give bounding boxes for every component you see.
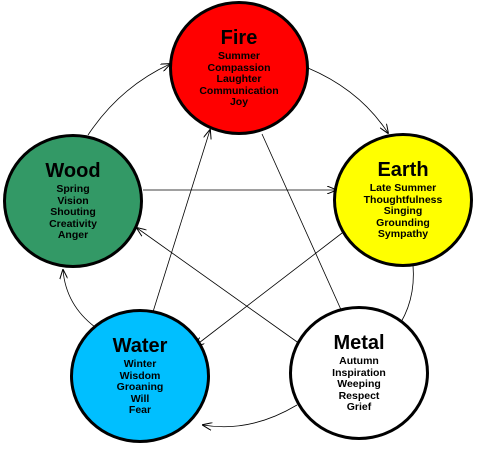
earth-attribute: Thoughtfulness (363, 193, 443, 206)
water-attribute: Fear (128, 404, 152, 417)
earth-attribute: Sympathy (377, 228, 429, 241)
wood-attribute: Creativity (49, 217, 97, 230)
wood-attribute: Spring (56, 183, 90, 196)
fire-attribute: Summer (217, 50, 260, 63)
fire-attribute: Compassion (207, 61, 271, 74)
controlling-arrow-earth-water (195, 229, 347, 346)
water-attribute: Wisdom (119, 369, 161, 382)
water-attribute: Groaning (116, 381, 164, 394)
wood-attribute: Shouting (50, 206, 96, 219)
earth-attribute: Singing (383, 205, 423, 218)
metal-attribute: Autumn (339, 355, 379, 368)
metal-title: Metal (333, 332, 385, 355)
fire-title: Fire (220, 27, 258, 50)
fire-attribute: Joy (229, 96, 249, 109)
wood-title: Wood (45, 160, 101, 183)
fire-attribute: Communication (199, 84, 279, 97)
water-attribute: Will (130, 392, 150, 405)
earth-attribute: Grounding (376, 216, 430, 229)
wood-attribute: Vision (57, 194, 89, 207)
earth-element-node: Earth Late Summer Thoughtfulness Singing… (333, 133, 473, 267)
metal-attribute: Inspiration (332, 366, 386, 379)
metal-attribute: Respect (338, 389, 380, 402)
water-element-node: Water Winter Wisdom Groaning Will Fear (70, 309, 210, 443)
controlling-arrow-metal-wood (137, 228, 301, 345)
metal-element-node: Metal Autumn Inspiration Weeping Respect… (289, 306, 429, 440)
controlling-arrow-fire-metal (261, 133, 347, 323)
earth-title: Earth (377, 159, 429, 182)
water-title: Water (112, 335, 168, 358)
generating-arrow-metal-water (203, 404, 298, 427)
wood-attribute: Anger (57, 229, 89, 242)
earth-attribute: Late Summer (369, 182, 437, 195)
fire-element-node: Fire Summer Compassion Laughter Communic… (169, 1, 309, 135)
generating-arrow-water-wood (63, 270, 96, 328)
metal-attribute: Weeping (337, 378, 381, 391)
controlling-arrow-water-fire (151, 130, 210, 316)
water-attribute: Winter (123, 358, 157, 371)
wood-element-node: Wood Spring Vision Shouting Creativity A… (3, 134, 143, 268)
fire-attribute: Laughter (216, 73, 262, 86)
generating-arrow-fire-earth (307, 67, 388, 133)
generating-arrow-wood-fire (87, 64, 170, 136)
metal-attribute: Grief (346, 401, 372, 414)
